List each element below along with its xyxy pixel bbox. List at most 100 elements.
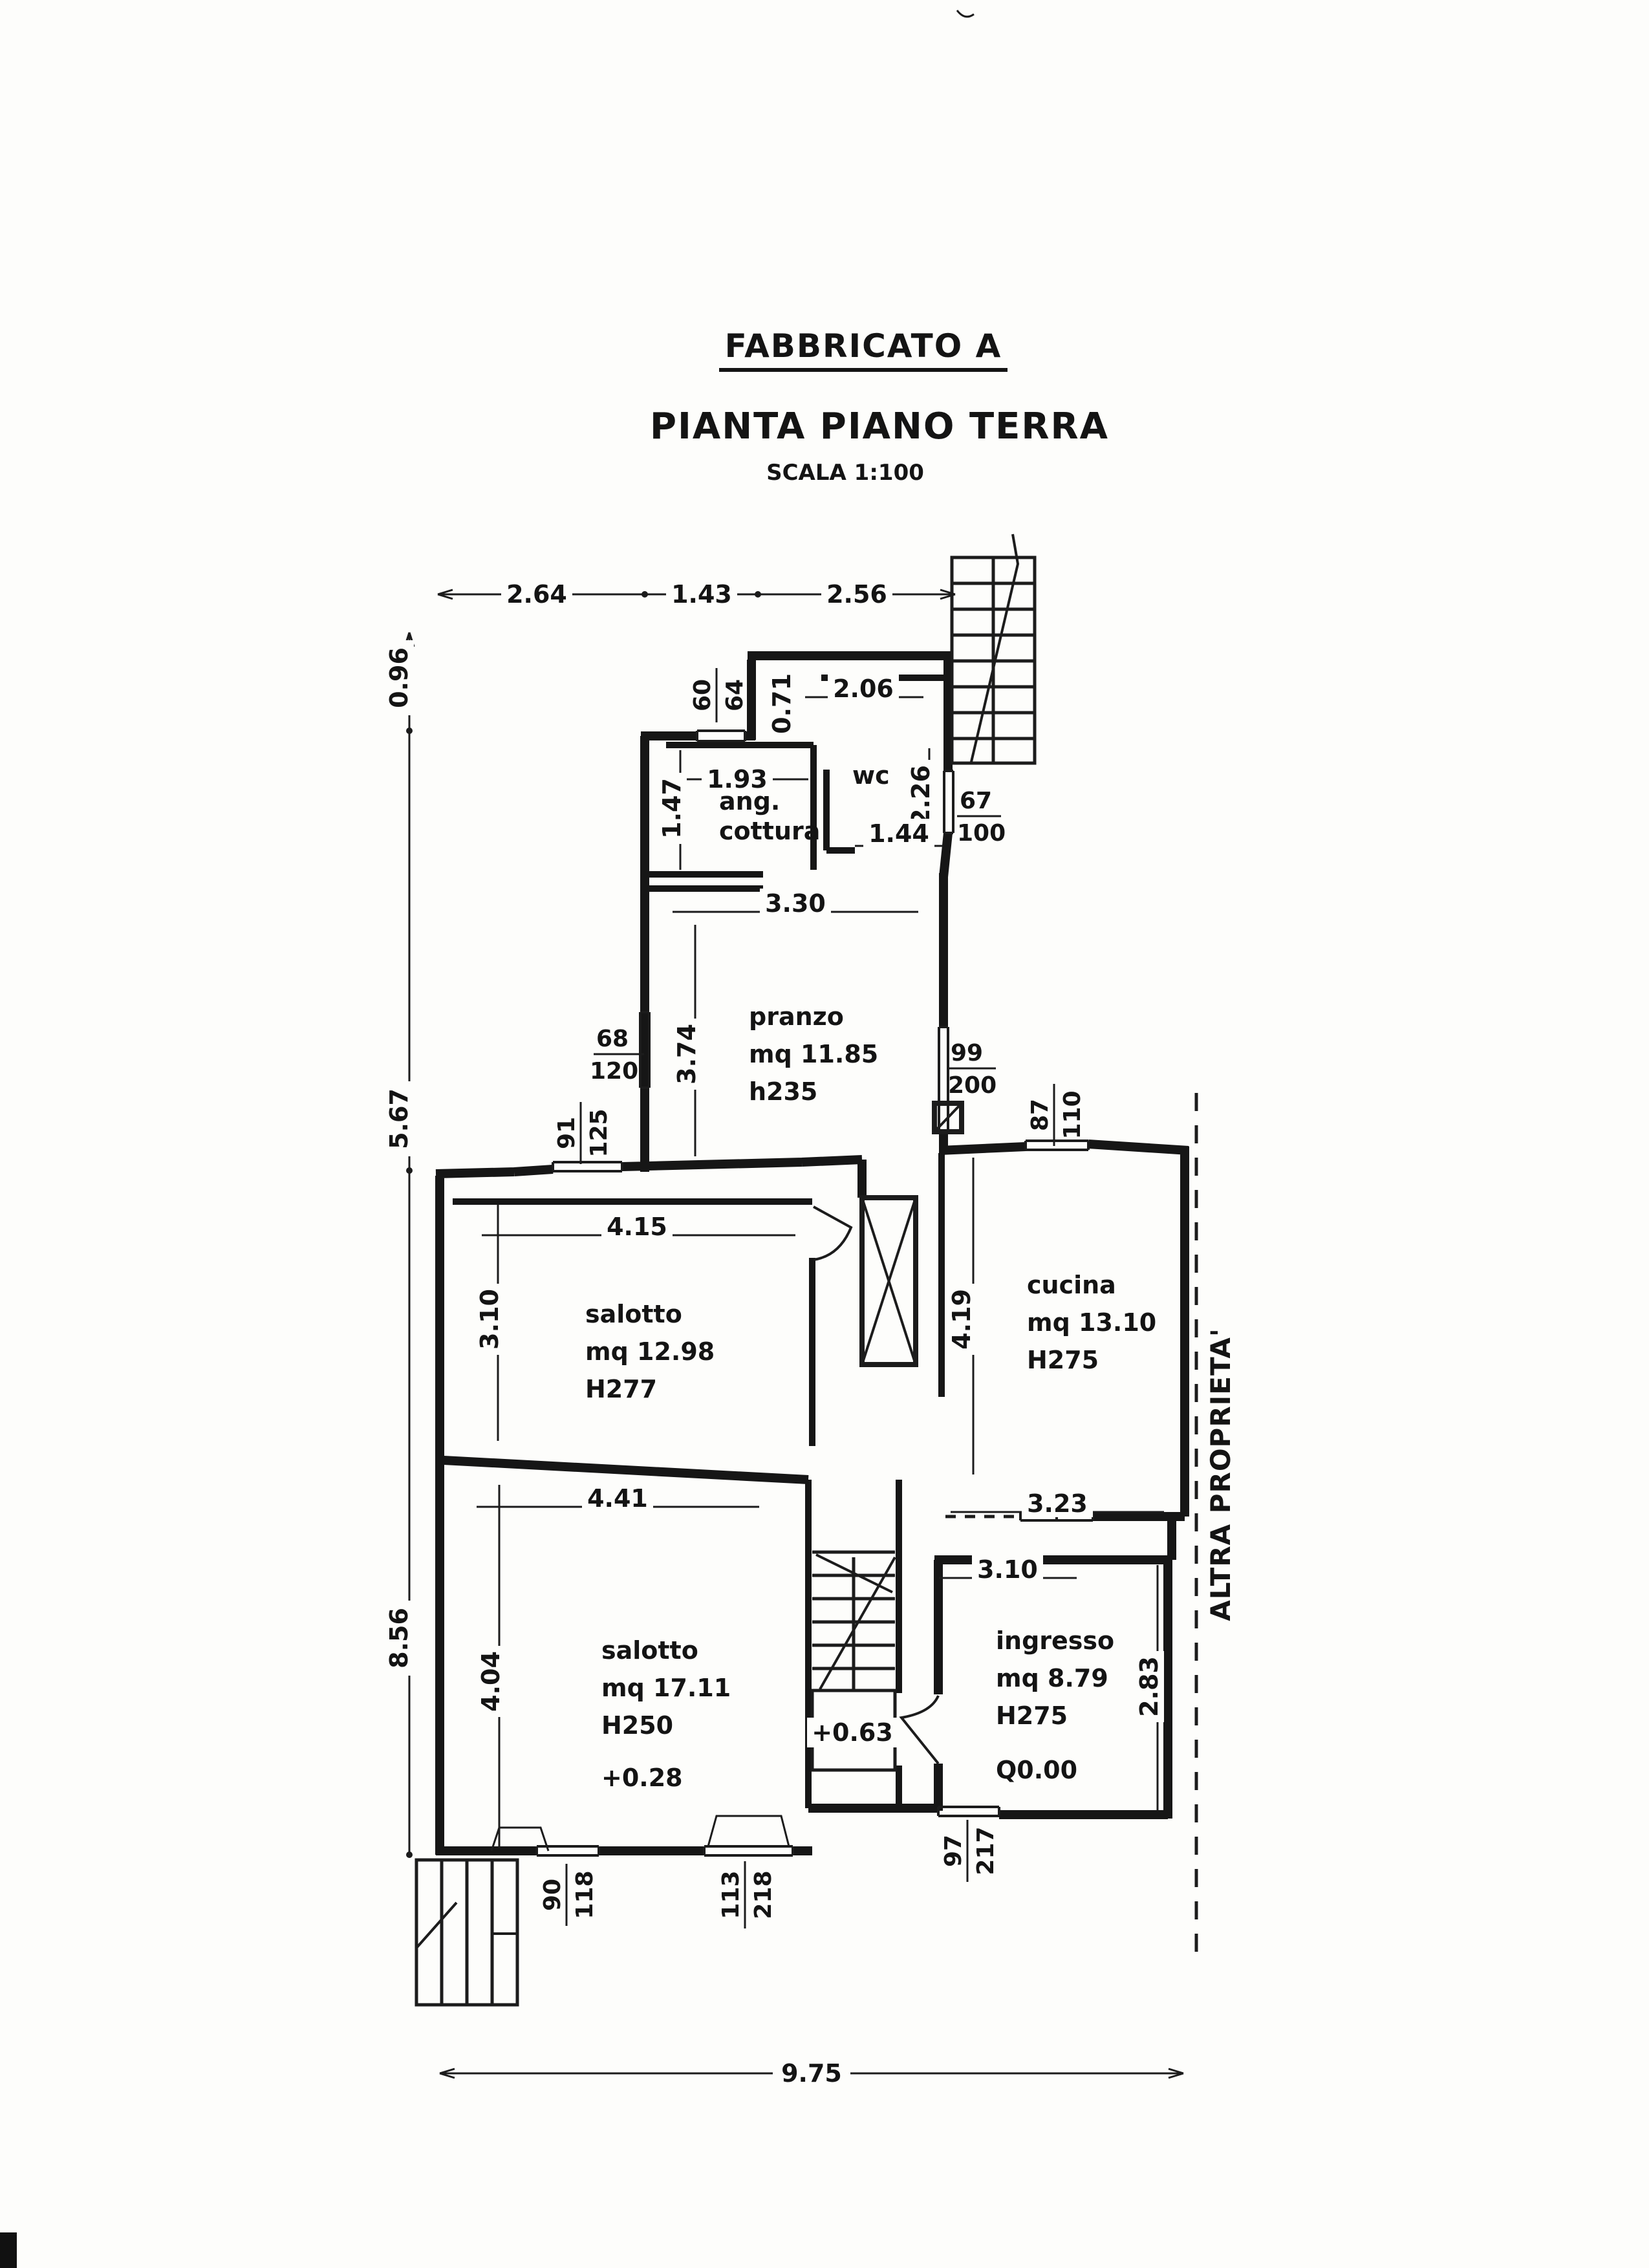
svg-text:60: 60 — [689, 679, 716, 711]
room-salotto-nord: salotto mq 12.98 H277 — [585, 1300, 715, 1403]
svg-text:H250: H250 — [601, 1711, 673, 1740]
label-window-68-120: 68 120 — [590, 1026, 644, 1085]
label-window-91-125: 91 125 — [554, 1102, 612, 1164]
svg-text:mq 11.85: mq 11.85 — [749, 1040, 878, 1068]
stair-direction-line — [815, 1553, 896, 1690]
stair-direction-line — [970, 534, 1020, 762]
dim-ang-height: 1.47 — [658, 778, 686, 839]
room-wc: wc — [852, 761, 890, 790]
room-pranzo: pranzo mq 11.85 h235 — [749, 1002, 878, 1106]
steps-direction-line — [415, 1901, 517, 1949]
svg-text:120: 120 — [590, 1058, 638, 1085]
title-block: FABBRICATO A PIANTA PIANO TERRA SCALA 1:… — [650, 327, 1109, 486]
dim-pranzo-width: 3.30 — [765, 889, 826, 918]
window-67-100 — [943, 770, 954, 834]
dim-salotto-sud-width: 4.41 — [587, 1484, 648, 1513]
svg-text:mq 12.98: mq 12.98 — [585, 1337, 715, 1366]
label-window-87-110: 87 110 — [1027, 1084, 1086, 1146]
room-labels: ang. cottura wc pranzo mq 11.85 h235 sal… — [585, 761, 1156, 1792]
threshold-left — [490, 1826, 550, 1852]
svg-text:67: 67 — [960, 788, 992, 814]
svg-text:H275: H275 — [1027, 1346, 1099, 1374]
scale-note: SCALA 1:100 — [766, 460, 924, 486]
svg-text:cucina: cucina — [1027, 1271, 1116, 1299]
dim-cucina-height: 4.19 — [947, 1289, 976, 1350]
svg-text:mq 8.79: mq 8.79 — [996, 1664, 1108, 1692]
property-boundary: ALTRA PROPRIETA' — [945, 1093, 1236, 1953]
dim-top-right: 2.56 — [826, 580, 887, 609]
dim-left-bottom: 8.56 — [385, 1608, 413, 1669]
opening-labels: 60 64 67 100 68 120 99 200 91 125 87 110 — [539, 668, 1086, 1928]
svg-text:100: 100 — [957, 820, 1006, 847]
door-swing-salotto-nord — [813, 1205, 853, 1261]
door-swing-ingresso — [899, 1695, 940, 1765]
stair-shaft — [859, 1195, 918, 1367]
label-window-90-118: 90 118 — [539, 1864, 598, 1926]
door-99-200 — [938, 1026, 949, 1132]
dim-left-top: 0.96 — [385, 647, 413, 708]
flue-box — [932, 1101, 964, 1134]
scan-artifact-corner — [0, 2232, 17, 2268]
dim-salotto-sud-height: 4.04 — [477, 1651, 505, 1712]
svg-text:99: 99 — [951, 1040, 983, 1066]
svg-text:200: 200 — [948, 1072, 997, 1099]
room-cucina: cucina mq 13.10 H275 — [1027, 1271, 1156, 1374]
svg-text:125: 125 — [586, 1108, 612, 1157]
dim-salotto-nord-width: 4.15 — [607, 1213, 667, 1241]
window-90-118 — [535, 1845, 600, 1857]
svg-text:mq 17.11: mq 17.11 — [601, 1674, 731, 1702]
svg-text:H275: H275 — [996, 1701, 1068, 1730]
dim-ingresso-width: 3.10 — [977, 1555, 1038, 1584]
svg-text:118: 118 — [572, 1870, 598, 1919]
svg-text:Q0.00: Q0.00 — [996, 1756, 1077, 1784]
door-113-218 — [703, 1845, 794, 1857]
svg-text:64: 64 — [722, 679, 748, 711]
room-ingresso: ingresso mq 8.79 H275 Q0.00 — [996, 1626, 1114, 1784]
flue-diagonal — [933, 1102, 963, 1133]
svg-text:H277: H277 — [585, 1375, 657, 1403]
label-door-99-200: 99 200 — [948, 1040, 997, 1099]
svg-text:87: 87 — [1027, 1099, 1053, 1131]
dim-wc-width: 2.06 — [833, 675, 894, 703]
room-salotto-sud: salotto mq 17.11 H250 +0.28 — [601, 1636, 731, 1792]
dim-ang-width: 1.93 — [707, 765, 768, 794]
svg-text:salotto: salotto — [585, 1300, 682, 1328]
external-steps-south — [415, 1858, 519, 2007]
external-staircase-north — [950, 534, 1037, 765]
window-60-64 — [696, 729, 746, 742]
dim-landing-quota: +0.63 — [812, 1718, 893, 1747]
svg-text:+0.28: +0.28 — [601, 1764, 683, 1792]
exterior-wall-path — [435, 651, 1189, 1855]
dim-bottom-total: 9.75 — [781, 2059, 842, 2088]
svg-text:91: 91 — [554, 1117, 580, 1149]
svg-text:pranzo: pranzo — [749, 1002, 844, 1031]
dim-top-left: 2.64 — [506, 580, 567, 609]
dim-top-mid: 1.43 — [671, 580, 732, 609]
salotto-partition-wall — [443, 1456, 809, 1484]
svg-text:h235: h235 — [749, 1077, 817, 1106]
page-title: FABBRICATO A — [725, 327, 1002, 365]
dim-wc-door: 1.44 — [868, 819, 929, 848]
dim-salotto-nord-height: 3.10 — [475, 1289, 504, 1350]
page-subtitle: PIANTA PIANO TERRA — [650, 405, 1109, 448]
svg-text:salotto: salotto — [601, 1636, 698, 1665]
door-97-217 — [937, 1806, 1000, 1817]
svg-text:mq 13.10: mq 13.10 — [1027, 1308, 1156, 1337]
shaft-cross — [861, 1197, 917, 1365]
threshold-door-south — [707, 1815, 790, 1847]
dim-ingresso-height: 2.83 — [1135, 1656, 1163, 1717]
svg-text:218: 218 — [750, 1870, 777, 1919]
svg-text:ang.: ang. — [719, 787, 780, 815]
svg-text:113: 113 — [718, 1870, 744, 1919]
label-door-113-218: 113 218 — [718, 1861, 777, 1928]
dim-pranzo-height: 3.74 — [673, 1024, 701, 1085]
room-ang-cottura: ang. cottura — [719, 787, 820, 845]
svg-text:68: 68 — [596, 1026, 629, 1052]
svg-text:90: 90 — [539, 1879, 566, 1911]
scan-artifact-mark — [956, 10, 975, 18]
svg-text:110: 110 — [1059, 1090, 1086, 1139]
label-window-60-64: 60 64 — [689, 668, 748, 722]
window-87-110 — [1024, 1139, 1090, 1151]
